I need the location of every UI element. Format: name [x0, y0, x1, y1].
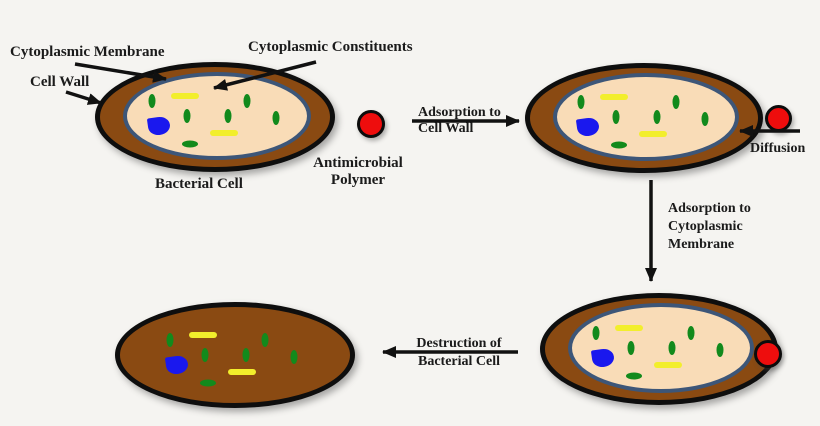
constituent-rod-icon [171, 93, 199, 99]
constituent-granule-icon [653, 110, 661, 124]
adsorption-wall-line1: Adsorption to [418, 105, 501, 120]
constituent-granule-icon [701, 112, 709, 126]
constituent-granule-icon [200, 379, 216, 387]
constituent-rod-icon [228, 369, 256, 375]
antimicrobial-polymer-on-membrane [754, 340, 782, 368]
adsorption-membrane-line1: Adsorption to [668, 201, 751, 216]
constituent-rod-icon [210, 130, 238, 136]
constituent-granule-icon [687, 326, 695, 340]
bacterial-cell-polymer-on-membrane [540, 293, 782, 405]
constituent-granule-icon [626, 372, 642, 380]
constituent-granule-icon [672, 95, 680, 109]
constituent-granule-icon [261, 333, 269, 347]
constituent-blob-icon [146, 115, 172, 137]
constituent-rod-icon [639, 131, 667, 137]
constituent-granule-icon [592, 326, 600, 340]
label-cytoplasmic-constituents: Cytoplasmic Constituents [248, 39, 413, 55]
label-cell-wall: Cell Wall [30, 74, 90, 90]
constituent-granule-icon [272, 111, 280, 125]
label-adsorption-cell-wall: Adsorption to Cell Wall [418, 105, 501, 137]
antimicrobial-polymer-free [357, 110, 385, 138]
constituent-rod-icon [615, 325, 643, 331]
cytoplasmic-membrane-ellipse [553, 73, 739, 161]
constituent-granule-icon [612, 110, 620, 124]
constituent-rod-icon [600, 94, 628, 100]
label-antimicrobial-polymer: Antimicrobial Polymer [300, 155, 416, 189]
bacterial-cell-destroyed [115, 302, 355, 408]
constituent-granule-icon [668, 341, 676, 355]
label-destruction-line1: Destruction of [416, 336, 502, 351]
constituent-granule-icon [148, 94, 156, 108]
bacterial-cell-polymer-on-wall [525, 63, 763, 173]
adsorption-membrane-line2: Cytoplasmic [668, 219, 743, 234]
cytoplasmic-membrane-ellipse [568, 303, 754, 393]
destroyed-cell-ellipse [115, 302, 355, 408]
label-cytoplasmic-membrane: Cytoplasmic Membrane [10, 44, 165, 60]
constituent-rod-icon [189, 332, 217, 338]
label-destruction-line2: Bacterial Cell [417, 354, 501, 369]
constituent-granule-icon [611, 141, 627, 149]
label-bacterial-cell: Bacterial Cell [155, 176, 243, 192]
bacterial-cell-intact [95, 62, 335, 172]
constituent-blob-icon [590, 347, 616, 369]
constituent-granule-icon [716, 343, 724, 357]
constituent-granule-icon [290, 350, 298, 364]
cytoplasmic-membrane-ellipse [123, 72, 311, 160]
constituent-granule-icon [243, 94, 251, 108]
constituent-granule-icon [201, 348, 209, 362]
constituent-granule-icon [242, 348, 250, 362]
constituent-blob-icon [575, 116, 601, 138]
label-diffusion: Diffusion [750, 141, 806, 156]
adsorption-wall-line2: Cell Wall [418, 121, 474, 136]
constituent-blob-icon [164, 354, 190, 376]
label-antimicrobial-line1: Antimicrobial [313, 155, 403, 171]
label-antimicrobial-line2: Polymer [330, 172, 386, 188]
constituent-granule-icon [166, 333, 174, 347]
constituent-granule-icon [183, 109, 191, 123]
antimicrobial-polymer-on-wall [765, 105, 792, 132]
adsorption-membrane-line3: Membrane [668, 237, 735, 252]
constituent-rod-icon [654, 362, 682, 368]
constituent-granule-icon [577, 95, 585, 109]
constituent-granule-icon [627, 341, 635, 355]
constituent-granule-icon [182, 140, 198, 148]
constituent-granule-icon [224, 109, 232, 123]
label-adsorption-membrane: Adsorption to Cytoplasmic Membrane [668, 200, 751, 254]
